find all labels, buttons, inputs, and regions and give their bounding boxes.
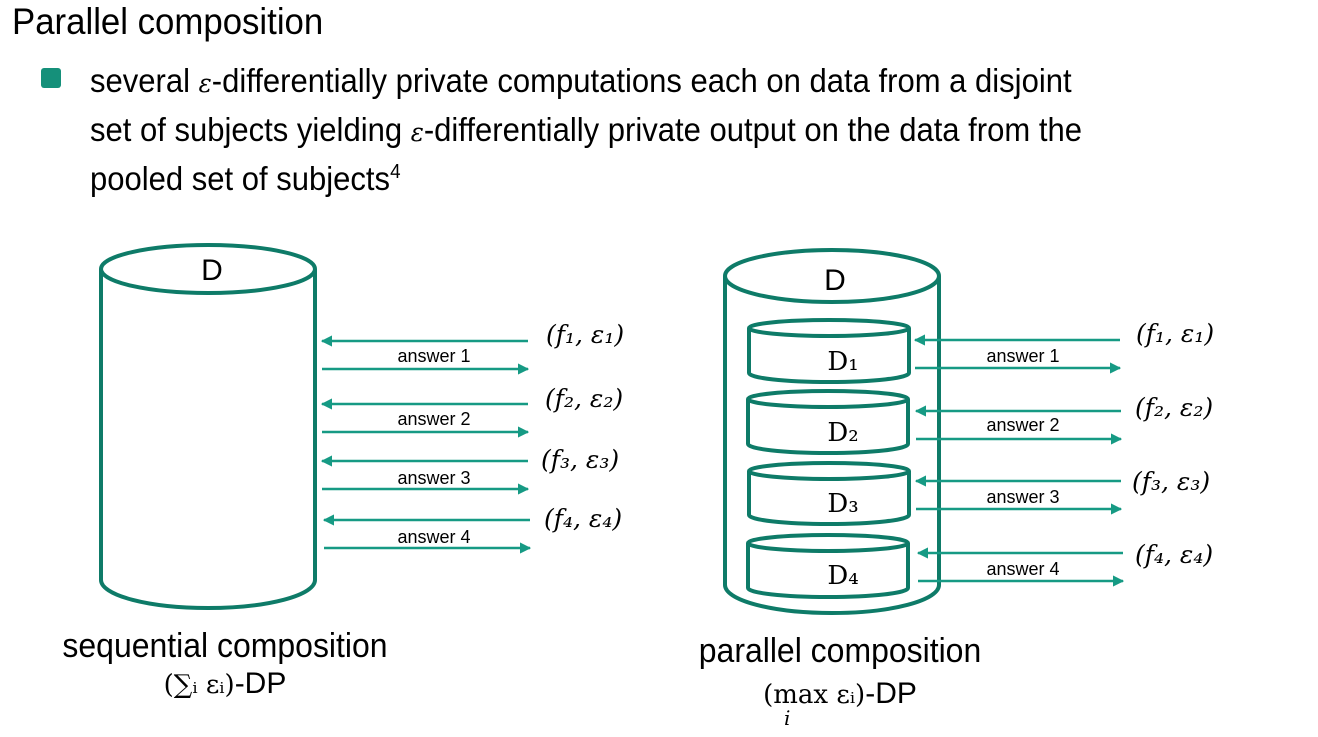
guarantee-subscript: i bbox=[784, 706, 791, 730]
guarantee-sequential: (∑ᵢ εᵢ)-DP bbox=[100, 666, 350, 703]
text: several bbox=[90, 62, 199, 99]
answer-label-2: answer 2 bbox=[986, 415, 1059, 435]
guarantee-math: (max εᵢ) bbox=[763, 680, 866, 710]
caption-sequential: sequential composition bbox=[62, 627, 388, 665]
bullet-line-1: several ε-differentially private computa… bbox=[90, 58, 1237, 107]
answer-label-1: answer 1 bbox=[986, 346, 1059, 366]
text: -differentially private computations eac… bbox=[211, 62, 1072, 99]
database-cylinder-sequential bbox=[99, 243, 317, 610]
epsilon-symbol: ε bbox=[198, 69, 212, 99]
partition-cylinder-1 bbox=[747, 318, 911, 384]
partition-label-3: D₃ bbox=[827, 489, 858, 519]
query-label-3: (f₃, ε₃) bbox=[1132, 467, 1210, 496]
guarantee-math: (∑ᵢ εᵢ) bbox=[163, 670, 235, 700]
text: pooled set of subjects bbox=[90, 160, 391, 197]
footnote-marker: 4 bbox=[390, 161, 401, 183]
parallel-arrows bbox=[913, 334, 1125, 587]
query-label-4: (f₄, ε₄) bbox=[1135, 540, 1213, 569]
partition-cylinder-2 bbox=[746, 389, 910, 455]
bullet-text: several ε-differentially private computa… bbox=[90, 58, 1237, 201]
db-label-sequential: D bbox=[201, 254, 223, 287]
db-label-parallel: D bbox=[824, 264, 846, 297]
answer-label-4: answer 4 bbox=[397, 527, 470, 547]
query-label-2: (f₂, ε₂) bbox=[1135, 393, 1213, 422]
answer-label-3: answer 3 bbox=[397, 468, 470, 488]
query-label-1: (f₁, ε₁) bbox=[546, 320, 624, 349]
answer-label-3: answer 3 bbox=[986, 487, 1059, 507]
query-label-4: (f₄, ε₄) bbox=[544, 504, 622, 533]
query-label-3: (f₃, ε₃) bbox=[541, 445, 619, 474]
answer-label-2: answer 2 bbox=[397, 409, 470, 429]
text: -differentially private output on the da… bbox=[423, 111, 1082, 148]
database-cylinder-parallel bbox=[723, 248, 941, 615]
partition-label-2: D₂ bbox=[827, 418, 858, 448]
partition-label-4: D₄ bbox=[827, 561, 858, 591]
caption-parallel: parallel composition bbox=[698, 632, 982, 670]
partition-label-1: D₁ bbox=[827, 347, 858, 377]
bullet-line-3: pooled set of subjects4 bbox=[90, 156, 1237, 201]
bullet-line-2: set of subjects yielding ε-differentiall… bbox=[90, 107, 1237, 156]
partition-cylinder-4 bbox=[746, 533, 910, 599]
query-label-1: (f₁, ε₁) bbox=[1136, 319, 1214, 348]
guarantee-suffix: -DP bbox=[234, 667, 287, 700]
answer-label-1: answer 1 bbox=[397, 346, 470, 366]
slide-title: Parallel composition bbox=[12, 1, 324, 42]
text: set of subjects yielding bbox=[90, 111, 411, 148]
square-bullet-icon bbox=[41, 68, 61, 88]
partition-cylinder-3 bbox=[747, 461, 911, 526]
guarantee-parallel: (max εᵢ)-DP bbox=[715, 676, 965, 713]
epsilon-symbol: ε bbox=[410, 118, 424, 148]
guarantee-suffix: -DP bbox=[865, 677, 917, 710]
answer-label-4: answer 4 bbox=[986, 559, 1059, 579]
query-label-2: (f₂, ε₂) bbox=[545, 384, 623, 413]
sequential-arrows bbox=[320, 335, 532, 554]
